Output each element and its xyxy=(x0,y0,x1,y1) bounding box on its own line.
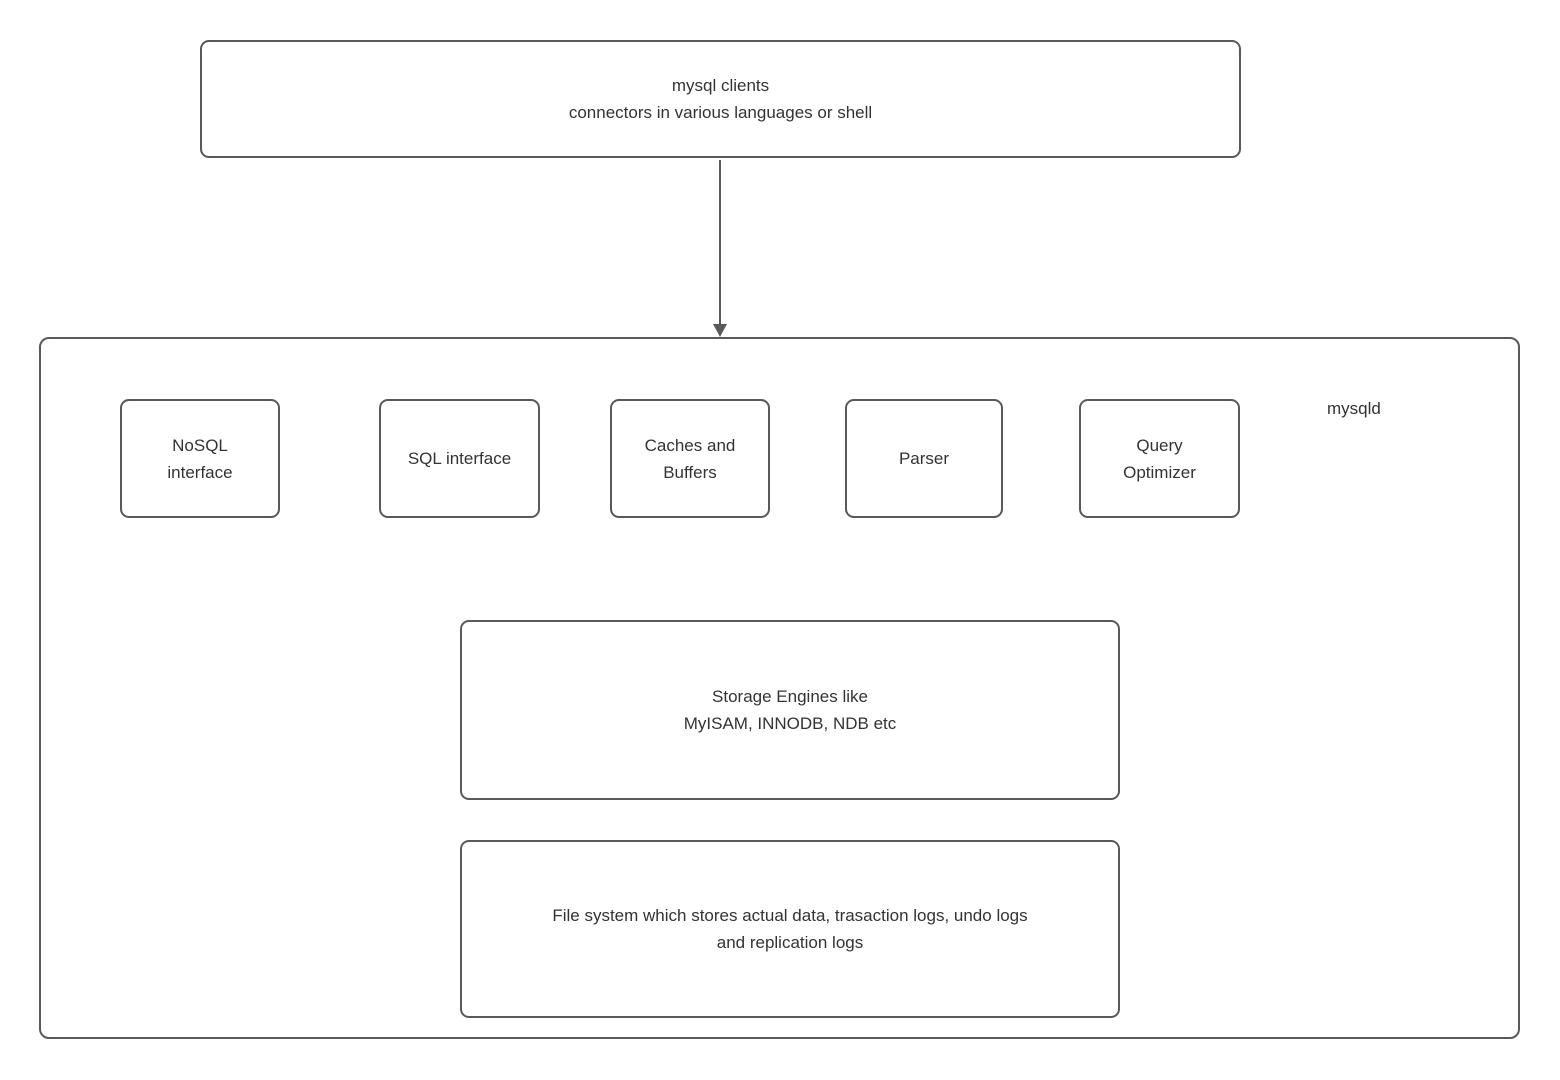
storage-box-line1: Storage Engines like xyxy=(712,687,868,706)
component-label-line: interface xyxy=(167,462,233,482)
component-box-caches-buffers: Caches and Buffers xyxy=(610,399,770,518)
component-label-line: Query xyxy=(1136,435,1183,455)
component-label-line: Buffers xyxy=(663,462,717,482)
component-box-parser: Parser xyxy=(845,399,1003,518)
storage-box-line2: MyISAM, INNODB, NDB etc xyxy=(683,714,897,733)
component-box-sql-interface: SQL interface xyxy=(379,399,540,518)
clients-box-line2: connectors in various languages or shell xyxy=(568,103,873,122)
component-box-nosql-interface: NoSQL interface xyxy=(120,399,280,518)
component-label-line: Caches and xyxy=(644,435,736,455)
clients-box-line1: mysql clients xyxy=(671,76,770,95)
component-label-line: NoSQL xyxy=(172,435,228,455)
mysqld-label: mysqld xyxy=(1327,399,1381,418)
arrow-down-icon xyxy=(713,324,727,337)
filesystem-box-line2: and replication logs xyxy=(716,933,864,952)
clients-to-mysqld-arrow-line xyxy=(719,160,721,325)
clients-box: mysql clients connectors in various lang… xyxy=(200,40,1241,158)
file-system-box: File system which stores actual data, tr… xyxy=(460,840,1120,1018)
component-box-query-optimizer: Query Optimizer xyxy=(1079,399,1240,518)
component-label-line: Parser xyxy=(898,449,950,468)
filesystem-box-line1: File system which stores actual data, tr… xyxy=(552,906,1028,925)
storage-engines-box: Storage Engines like MyISAM, INNODB, NDB… xyxy=(460,620,1120,800)
component-label-line: Optimizer xyxy=(1123,462,1196,482)
component-label-line: SQL interface xyxy=(407,449,512,468)
